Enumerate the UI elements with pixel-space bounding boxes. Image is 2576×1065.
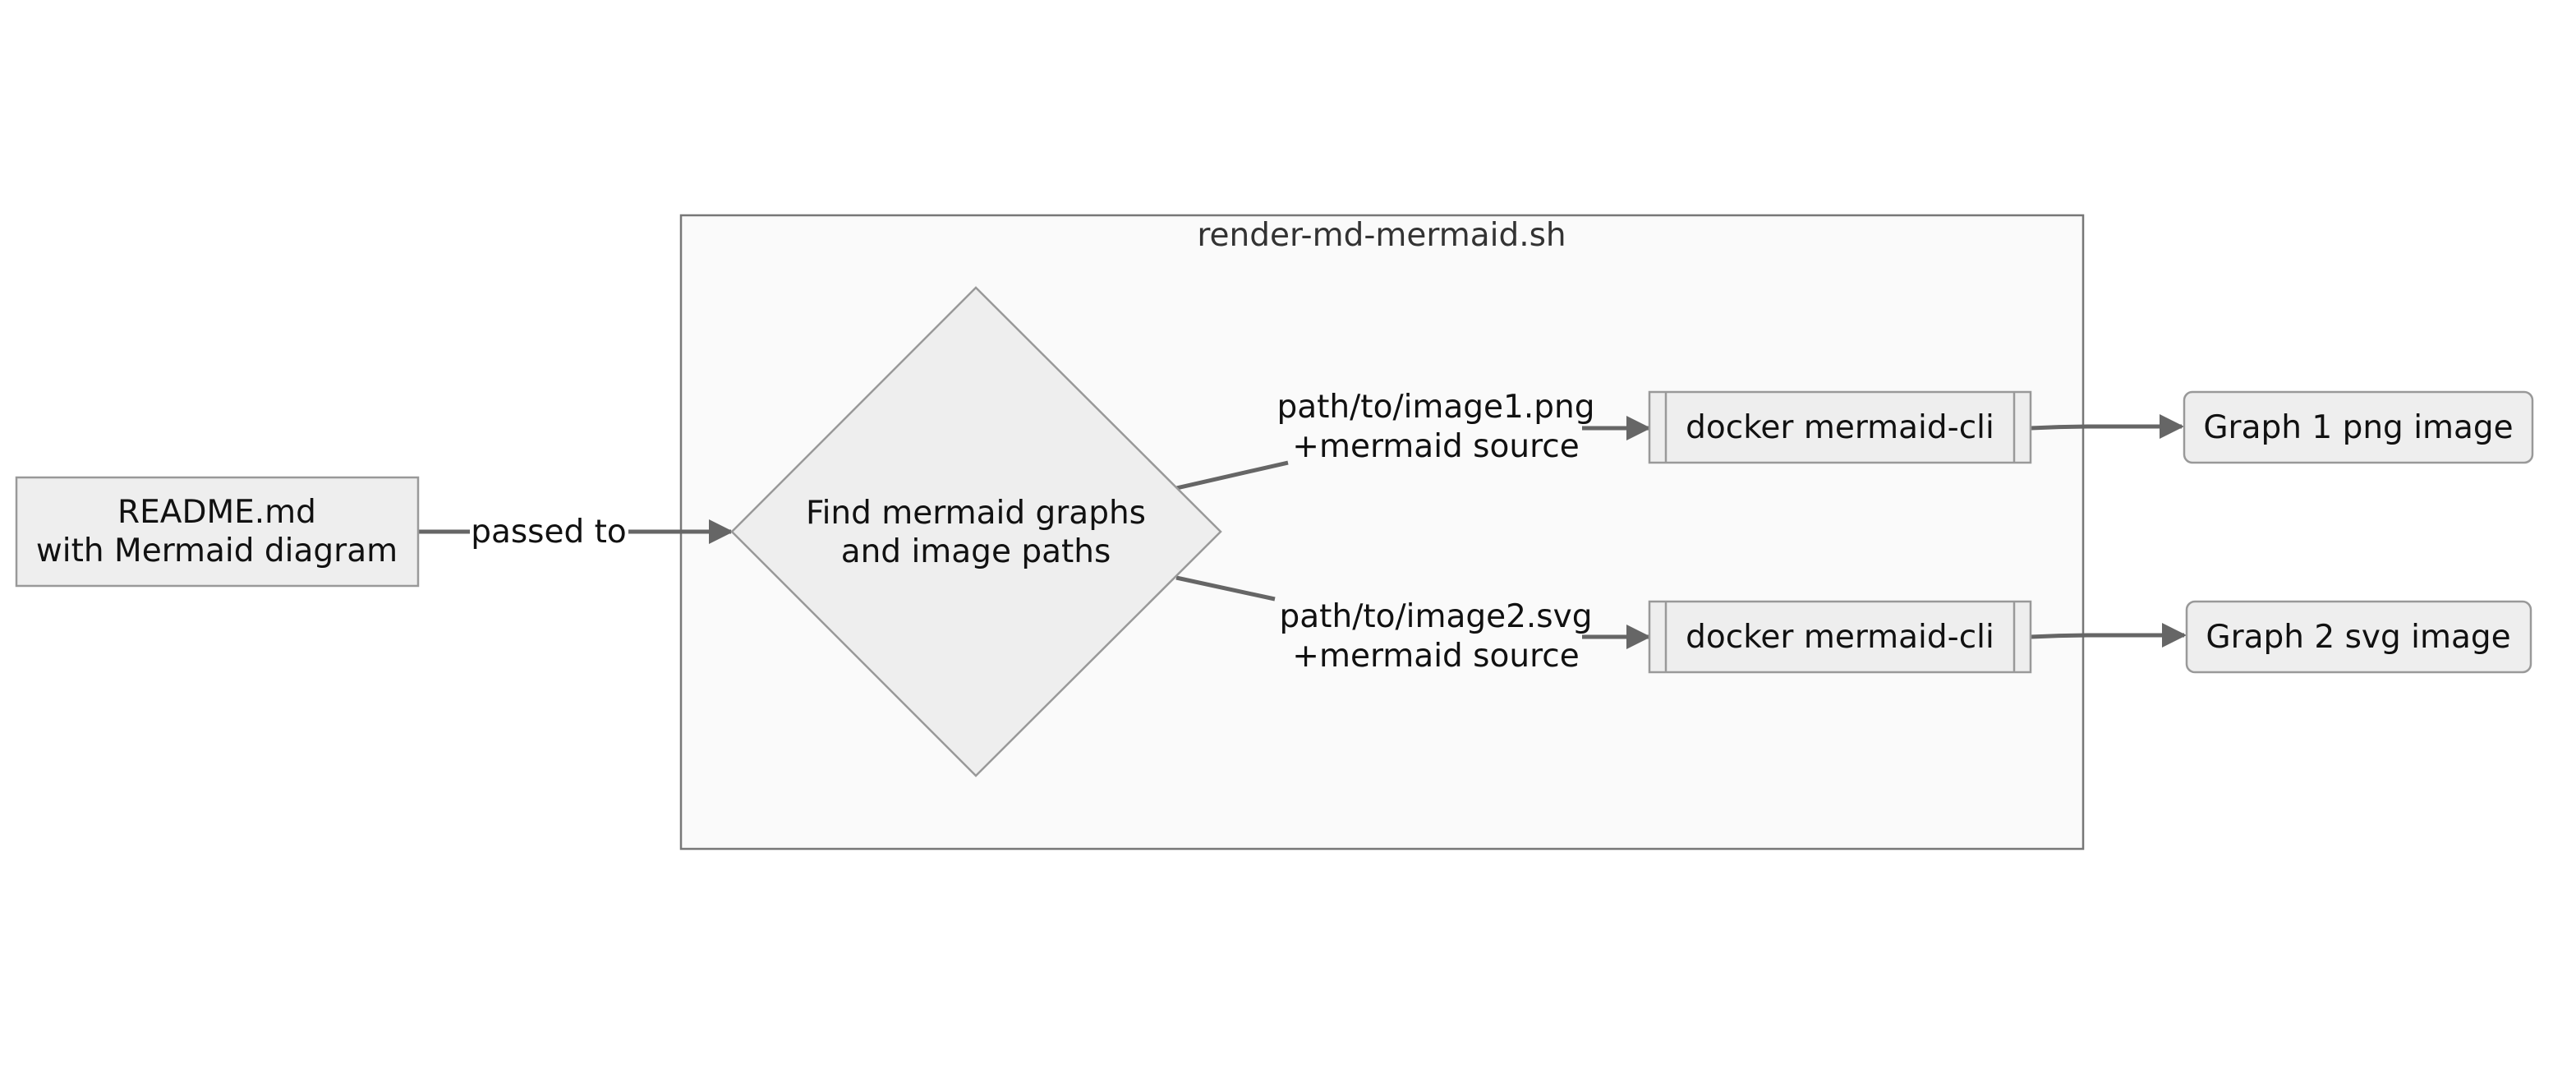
edge-label-image2-path: path/to/image2.svg <box>1280 598 1593 635</box>
node-graph2-label: Graph 2 svg image <box>2206 619 2510 656</box>
script-cluster-title: render-md-mermaid.sh <box>1197 217 1566 254</box>
edge-docker2-to-graph2 <box>2030 623 2187 648</box>
node-graph1-box <box>2183 390 2534 464</box>
node-docker1-box <box>1648 390 2032 464</box>
edge-label-passed-to: passed to <box>471 514 627 551</box>
node-find-decision: Find mermaid graphs and image paths <box>730 286 1222 777</box>
edge-label-image2-source: +mermaid source <box>1292 638 1579 675</box>
node-find-line2: and image paths <box>841 533 1111 570</box>
node-graph1-label: Graph 1 png image <box>2203 409 2513 446</box>
edge-line <box>2030 414 2184 439</box>
node-readme: README.md with Mermaid diagram <box>15 476 420 588</box>
node-docker2-label: docker mermaid-cli <box>1686 619 1994 656</box>
edge-docker1-to-graph1 <box>2030 414 2184 439</box>
node-docker1: docker mermaid-cli <box>1648 390 2032 464</box>
edge-find-to-docker1: path/to/image1.png +mermaid source <box>1175 389 1651 491</box>
edge-line <box>2030 623 2187 648</box>
edge-line <box>1175 575 1276 602</box>
node-graph2: Graph 2 svg image <box>2185 600 2532 674</box>
node-find-line1: Find mermaid graphs <box>806 495 1146 532</box>
node-graph1: Graph 1 png image <box>2183 390 2534 464</box>
edge-readme-to-find: passed to <box>418 514 734 551</box>
node-readme-line2: with Mermaid diagram <box>36 532 398 569</box>
node-graph2-box <box>2185 600 2532 674</box>
edge-label-image1-path: path/to/image1.png <box>1276 389 1594 426</box>
edge-label-image1-source: +mermaid source <box>1292 428 1579 465</box>
node-docker1-label: docker mermaid-cli <box>1686 409 1994 446</box>
edge-line <box>1175 460 1289 491</box>
node-docker2: docker mermaid-cli <box>1648 600 2032 674</box>
node-find-diamond <box>730 286 1222 777</box>
node-readme-line1: README.md <box>117 494 316 531</box>
edge-find-to-docker2: path/to/image2.svg +mermaid source <box>1175 575 1651 675</box>
node-readme-box <box>15 476 420 588</box>
node-docker2-box <box>1648 600 2032 674</box>
